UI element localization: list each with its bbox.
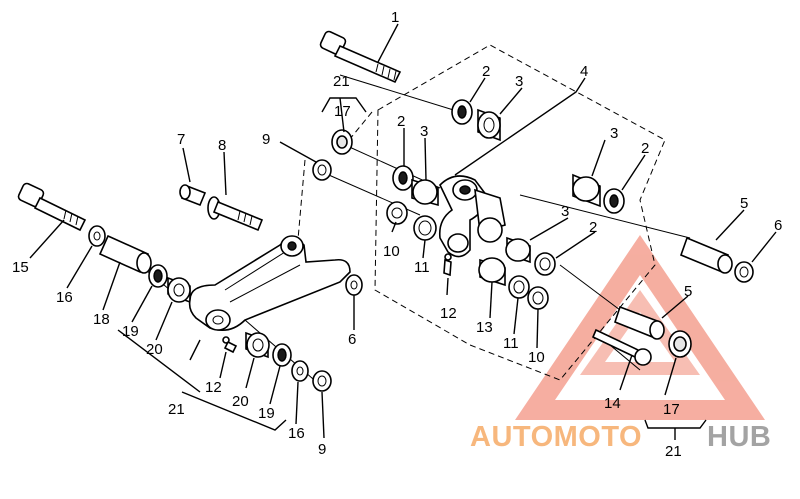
bolt-part-1 [319,30,402,84]
bushing-part-13 [478,257,506,287]
seal-part-11-left [413,215,437,241]
label-18: 18 [93,311,110,328]
washer-part-2-lower [534,252,556,276]
axis-line [519,194,691,239]
label-3: 3 [515,73,523,90]
label-3: 3 [420,123,428,140]
label-3: 3 [561,203,569,220]
spacer-part-7 [179,184,207,207]
seal-part-11-right [508,275,530,299]
pin-part-5-upper [679,236,733,274]
bolt-part-15 [17,182,87,232]
seal-part-19-left [148,264,168,288]
bolt-part-8 [207,196,264,232]
watermark-word-automoto: AUTOMOTO [470,421,642,453]
label-13: 13 [476,319,493,336]
label-16: 16 [56,289,73,306]
washer-part-2-mid [392,165,414,191]
label-1: 1 [391,9,399,26]
label-21: 21 [168,401,185,418]
nut-part-6-right [734,261,754,283]
label-12: 12 [440,305,457,322]
rocker-link-part-4 [438,175,506,258]
label-4: 4 [580,63,588,80]
label-2: 2 [482,63,490,80]
nut-part-6-left [345,274,363,296]
bushing-part-3-lower [505,236,531,264]
bolt-part-14 [591,328,652,366]
nut-part-9-lower [312,370,332,392]
washer-part-16-lower [291,360,309,382]
washer-part-2-right [603,188,625,214]
label-6: 6 [774,217,782,234]
label-5: 5 [740,195,748,212]
label-14: 14 [604,395,621,412]
watermark-text: AUTOMOTO HUB [470,421,771,453]
washer-part-10-right [527,286,549,310]
label-9: 9 [262,131,270,148]
washer-part-10-left [386,201,408,225]
cap-part-17-lower [668,330,692,358]
leader-lines [29,23,777,440]
grease-nipple-part-12-lower [222,336,238,354]
label-11: 11 [503,335,519,352]
label-5: 5 [684,283,692,300]
dashed-box-assembly-4 [374,44,666,381]
cap-part-17-left [331,129,353,155]
label-20: 20 [232,393,249,410]
bushing-part-20-lower [245,331,270,359]
label-16: 16 [288,425,305,442]
watermark-word-hub: HUB [707,421,771,453]
label-19: 19 [122,323,139,340]
pin-part-5-lower [614,305,665,340]
swingarm-link-body [188,235,351,331]
label-20: 20 [146,341,163,358]
watermark-logo [515,235,765,420]
label-21: 21 [333,73,350,90]
bushing-part-3-mid [411,178,439,207]
label-9: 9 [318,441,326,458]
label-7: 7 [177,131,185,148]
label-6: 6 [348,331,356,348]
label-2: 2 [397,113,405,130]
bushing-part-20-left [167,276,191,304]
label-12: 12 [205,379,222,396]
axis-line [339,74,461,113]
label-17: 17 [663,401,680,418]
label-17: 17 [334,103,351,120]
washer-part-2-upper [451,99,473,125]
label-10: 10 [528,349,545,366]
washer-part-16-left [88,225,106,247]
label-21: 21 [665,443,682,460]
spacer-part-18 [98,234,152,274]
label-2: 2 [589,219,597,236]
grease-nipple-part-12-upper [443,253,452,277]
label-8: 8 [218,137,226,154]
label-19: 19 [258,405,275,422]
part-labels: 1 2 3 4 2 3 3 2 21 17 7 8 9 5 6 3 2 10 1… [12,9,782,460]
seal-part-19-lower [272,343,292,367]
label-15: 15 [12,259,29,276]
bushing-part-3-right [572,173,601,208]
bushing-part-3-upper [477,108,501,142]
nut-part-9-upper [312,159,332,181]
label-3: 3 [610,125,618,142]
label-2: 2 [641,140,649,157]
label-10: 10 [383,243,400,260]
label-11: 11 [414,259,430,276]
